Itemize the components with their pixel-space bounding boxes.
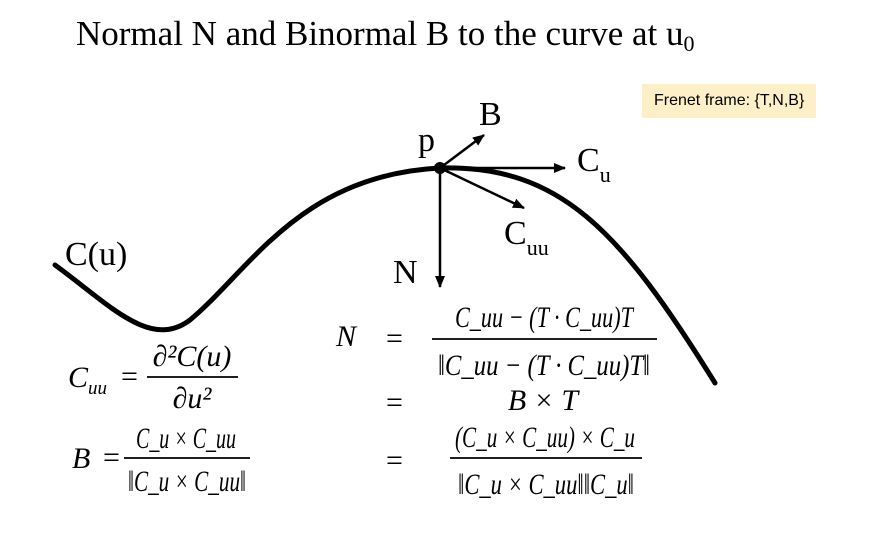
frenet-frame-note: Frenet frame: {T,N,B} [642,84,817,118]
normal-label: N [393,254,418,291]
equation-n3-numerator: (C_u × C_uu) × C_u [455,421,635,454]
equation-b-denominator: ‖C_u × C_uu‖ [128,465,246,498]
equation-cuu-denominator: ∂u² [173,382,213,415]
equation-b-numerator: C_u × C_uu [136,422,236,455]
equation-cuu: Cuu = ∂²C(u) ∂u² [68,340,238,415]
equation-n1-numerator: C_uu − (T · C_uu)T [455,301,635,334]
tangent-label-base: C [577,142,600,179]
equation-n3-denominator: ‖C_u × C_uu‖‖C_u‖ [458,468,634,501]
equation-n1-lhs: N [335,320,358,353]
point-p-marker [434,162,446,174]
equation-b-equals: = [103,441,120,474]
equation-n3-equals: = [386,444,403,477]
equation-n1: N = C_uu − (T · C_uu)T ‖C_uu − (T · C_uu… [335,301,657,382]
second-derivative-vector-arrow [439,166,525,210]
title-text: Normal N and Binormal B to the curve at … [76,14,684,53]
tangent-label-sub: u [600,162,611,187]
curve-label: C(u) [65,236,127,273]
tangent-label: Cu [577,142,611,187]
equation-b: B = C_u × C_uu ‖C_u × C_uu‖ [72,422,250,498]
curve-path [52,165,718,386]
equation-n2-rhs: B × T [508,384,581,417]
second-derivative-label-sub: uu [527,235,549,260]
equation-cuu-equals: = [121,360,138,393]
equation-b-lhs: B [72,442,90,475]
equation-n1-denominator: ‖C_uu − (T · C_uu)T‖ [438,349,650,382]
binormal-label: B [479,96,502,133]
equation-cuu-numerator: ∂²C(u) [153,340,232,373]
equation-n2-equals: = [386,386,403,419]
equation-n1-equals: = [386,322,403,355]
equation-cuu-lhs: Cuu [68,361,107,399]
second-derivative-label: Cuu [504,215,549,260]
point-label: p [418,122,435,159]
equation-n2: = B × T [386,384,580,419]
binormal-vector-arrow [439,134,485,169]
equation-n3: = (C_u × C_uu) × C_u ‖C_u × C_uu‖‖C_u‖ [386,421,642,501]
title-subscript: 0 [683,31,695,56]
slide-title: Normal N and Binormal B to the curve at … [76,14,695,57]
second-derivative-label-base: C [504,215,527,252]
